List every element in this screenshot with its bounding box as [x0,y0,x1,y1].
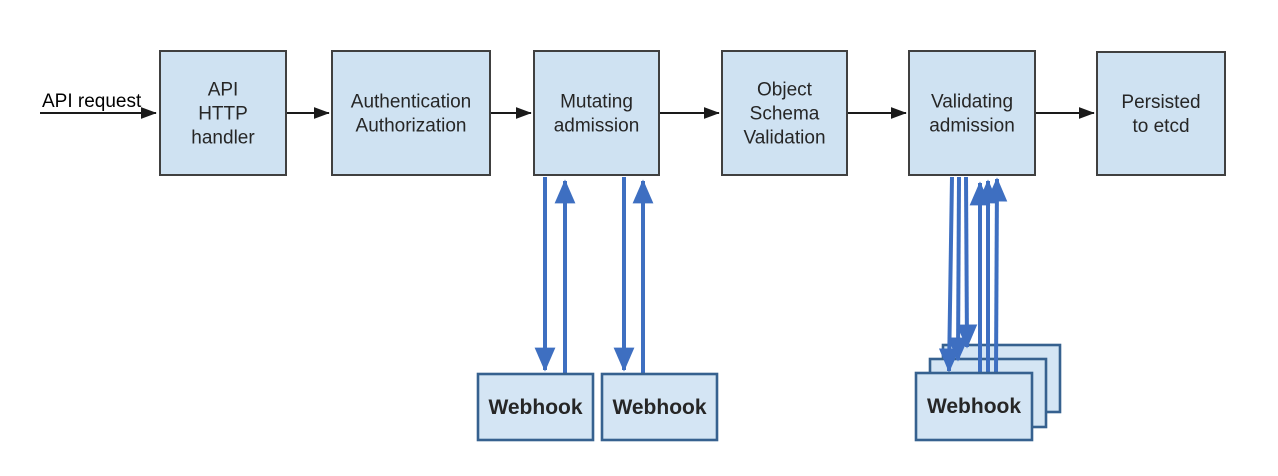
validating-webhook-response-arrow-3 [986,177,1008,374]
webhook-box [476,372,595,442]
webhook-label: Webhook [612,396,706,419]
node-box [908,50,1036,176]
webhook-label: Webhook [488,396,582,419]
validating-webhook-request-arrow-3 [956,176,978,349]
mutating-webhook-box-2: Webhook [600,372,719,442]
validating-webhook-box-front: Webhook [914,371,1034,442]
webhook-box [914,371,1034,442]
node-box [1096,51,1226,176]
validating-webhook-request-arrow-1 [938,176,960,373]
node-box [533,50,660,176]
node-box [721,50,848,176]
mutating-webhook-box-1: Webhook [476,372,595,442]
validating-webhook-request-arrow-2 [947,176,969,362]
webhook-box [600,372,719,442]
node-box [331,50,491,176]
webhook-label: Webhook [927,395,1021,418]
node-box [159,50,287,176]
api-request-label: API request [42,91,142,112]
